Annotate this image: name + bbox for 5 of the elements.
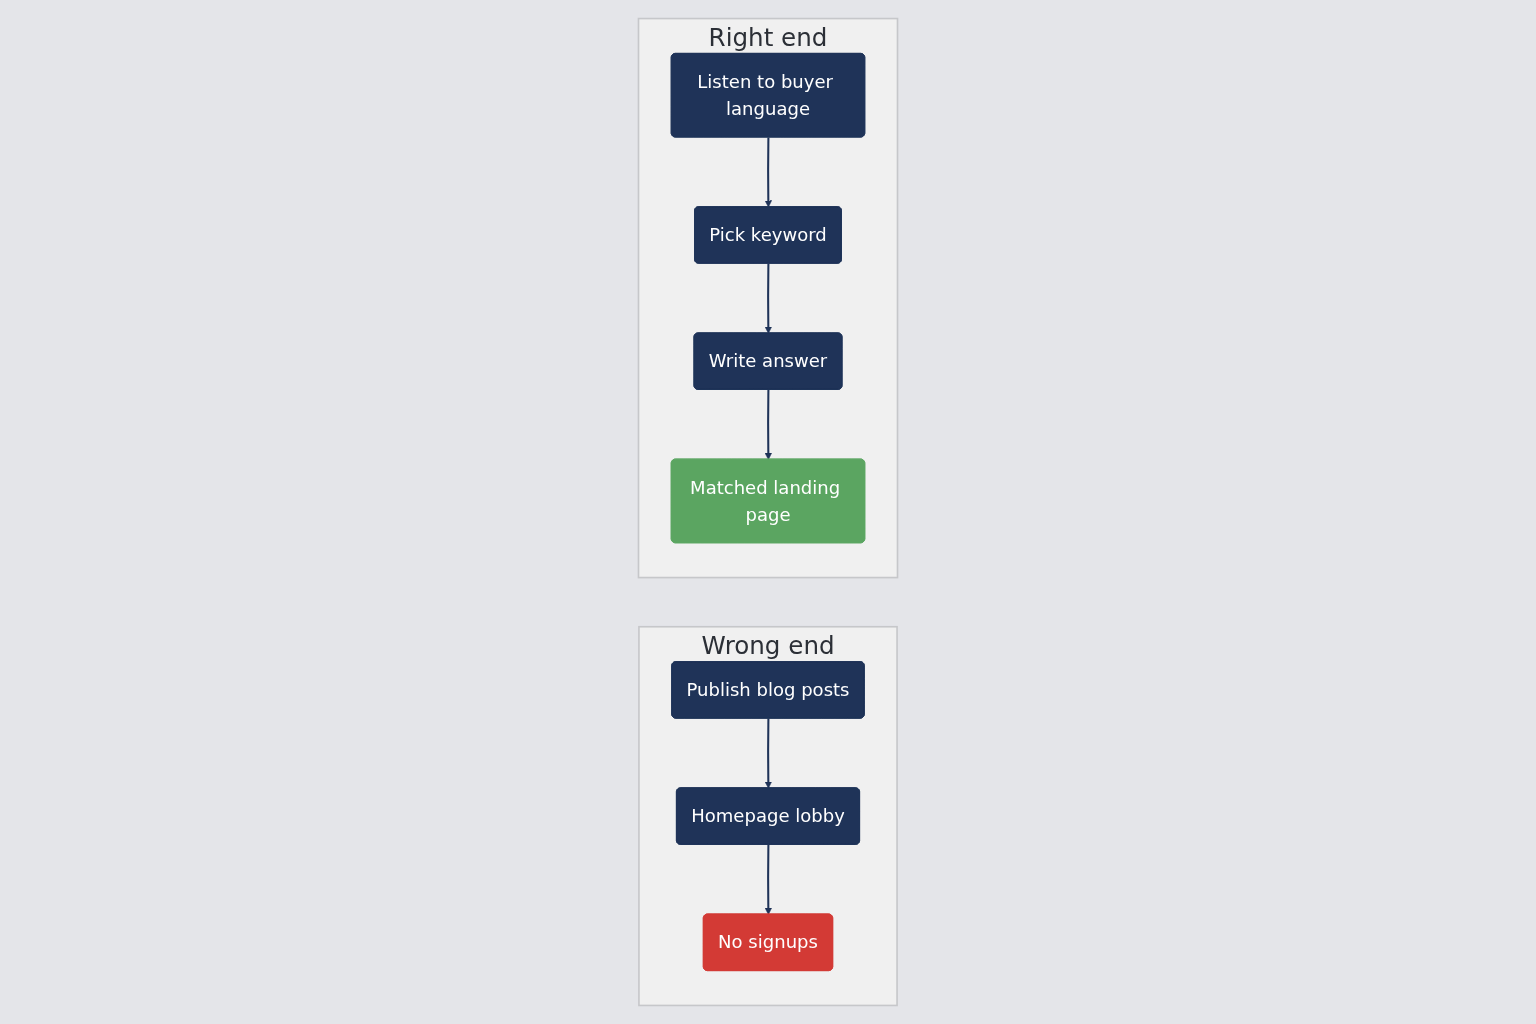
- arrow: [764, 718, 772, 789]
- arrow: [764, 844, 772, 915]
- arrow: [764, 263, 772, 334]
- arrow: [764, 137, 772, 208]
- arrow: [764, 389, 772, 460]
